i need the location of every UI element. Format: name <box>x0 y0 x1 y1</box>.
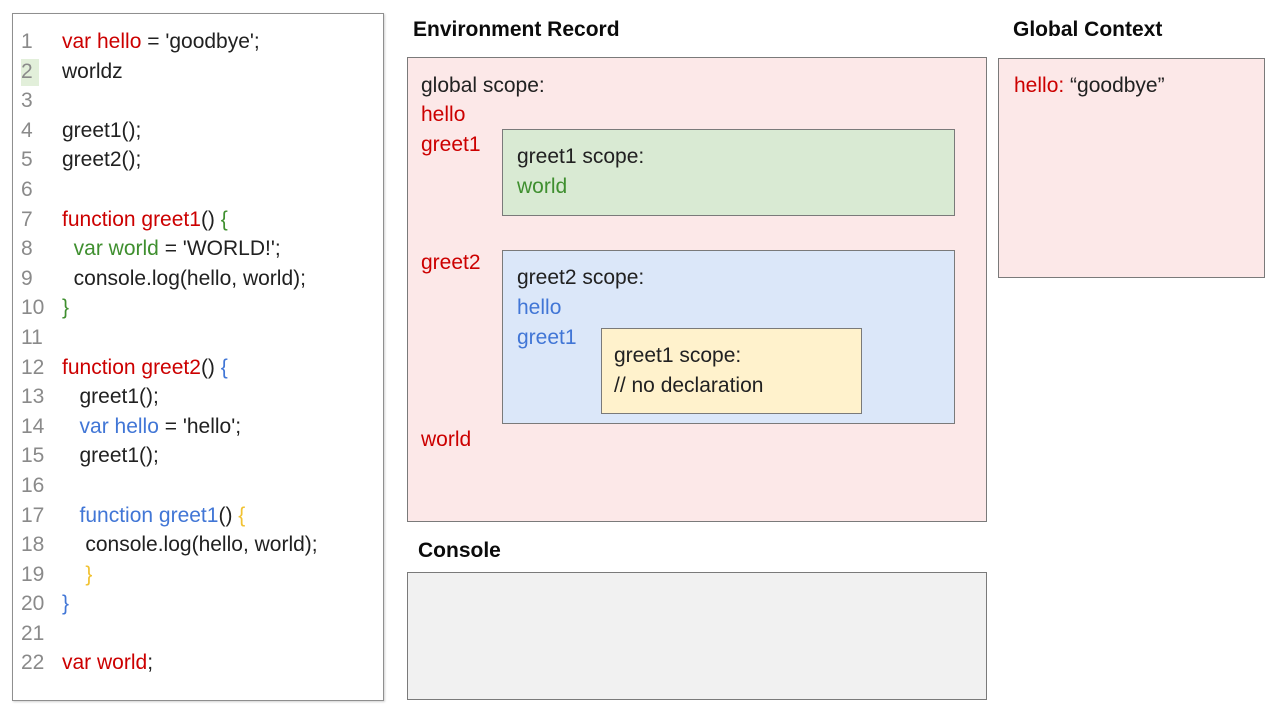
code-text: greet2(); <box>62 148 142 172</box>
scope-member-label: greet1 <box>517 326 577 349</box>
code-line: 15 greet1(); <box>21 441 383 471</box>
line-number: 14 <box>21 414 45 438</box>
scope-member-label: hello <box>517 296 562 319</box>
code-line: 11 <box>21 323 383 353</box>
code-line: 1 var hello = 'goodbye'; <box>21 27 383 57</box>
code-line: 12 function greet2() { <box>21 353 383 383</box>
nested-greet1-scope-title: greet1 scope: <box>614 344 742 367</box>
console-heading: Console <box>418 539 501 562</box>
code-line: 18 console.log(hello, world); <box>21 530 383 560</box>
code-text: greet1(); <box>62 444 159 468</box>
line-number: 15 <box>21 444 45 468</box>
line-number: 6 <box>21 177 33 201</box>
code-line: 22 var world; <box>21 648 383 678</box>
scope-comment: // no declaration <box>614 374 764 397</box>
code-line: 4 greet1(); <box>21 116 383 146</box>
scope-member-label: greet1 <box>421 133 481 156</box>
code-text: var world = 'WORLD!'; <box>73 237 281 261</box>
code-line: 9 console.log(hello, world); <box>21 264 383 294</box>
global-scope-title: global scope: <box>421 74 545 97</box>
code-line: 13 greet1(); <box>21 382 383 412</box>
line-number: 12 <box>21 355 45 379</box>
code-text: var hello = 'hello'; <box>79 414 242 438</box>
global-context-entry-value: “goodbye” <box>1064 74 1165 97</box>
scope-member-label: world <box>421 428 472 451</box>
line-number: 18 <box>21 533 45 557</box>
line-number: 10 <box>21 296 45 320</box>
code-text: var world; <box>62 651 154 675</box>
line-number: 2 <box>21 57 62 87</box>
code-text: } <box>62 592 70 616</box>
global-context-entry-name: hello: <box>1014 74 1065 97</box>
greet1-scope-box: greet1 scope: world <box>502 129 955 216</box>
code-text: greet1(); <box>62 385 159 409</box>
line-number: 4 <box>21 118 33 142</box>
line-number: 11 <box>21 325 43 349</box>
line-number: 22 <box>21 651 45 675</box>
code-text: worldz <box>62 59 123 83</box>
global-context-heading: Global Context <box>1013 18 1163 41</box>
code-line: 7 function greet1() { <box>21 205 383 235</box>
code-text: function greet1() { <box>62 207 228 231</box>
code-line: 19 } <box>21 560 383 590</box>
greet1-scope-title: greet1 scope: <box>517 145 645 168</box>
code-line: 20} <box>21 589 383 619</box>
line-number: 20 <box>21 592 45 616</box>
line-number: 7 <box>21 207 33 231</box>
line-number: 13 <box>21 385 45 409</box>
code-text: } <box>85 562 93 586</box>
code-line: 6 <box>21 175 383 205</box>
code-text: console.log(hello, world); <box>62 266 306 290</box>
code-line: 14 var hello = 'hello'; <box>21 412 383 442</box>
code-line: 8 var world = 'WORLD!'; <box>21 234 383 264</box>
code-line: 16 <box>21 471 383 501</box>
code-line: 10} <box>21 293 383 323</box>
scope-member-label: world <box>517 175 568 198</box>
code-text: console.log(hello, world); <box>62 533 318 557</box>
code-line: 17 function greet1() { <box>21 501 383 531</box>
environment-record-heading: Environment Record <box>413 18 620 41</box>
code-text: function greet2() { <box>62 355 228 379</box>
global-context-entry: hello: “goodbye” <box>1014 71 1264 101</box>
code-text: } <box>62 296 70 320</box>
greet2-scope-title: greet2 scope: <box>517 266 645 289</box>
nested-greet1-scope-box: greet1 scope: // no declaration <box>601 328 862 414</box>
line-number: 1 <box>21 30 33 53</box>
line-number: 19 <box>21 562 45 586</box>
code-line: 5 greet2(); <box>21 145 383 175</box>
line-number: 17 <box>21 503 45 527</box>
line-number: 3 <box>21 89 33 113</box>
code-line: 21 <box>21 619 383 649</box>
code-line: 3 <box>21 86 383 116</box>
code-text: greet1(); <box>62 118 142 142</box>
line-number: 16 <box>21 473 45 497</box>
line-number: 5 <box>21 148 33 172</box>
line-number: 9 <box>21 266 33 290</box>
line-number: 21 <box>21 621 45 645</box>
scope-member-label: greet2 <box>421 251 481 274</box>
scope-member-label: hello <box>421 103 466 126</box>
line-number: 8 <box>21 237 33 261</box>
code-text: function greet1() { <box>79 503 246 527</box>
global-context-box: hello: “goodbye” <box>998 58 1265 278</box>
code-text: var hello = 'goodbye'; <box>62 30 260 53</box>
console-output-box <box>407 572 987 700</box>
